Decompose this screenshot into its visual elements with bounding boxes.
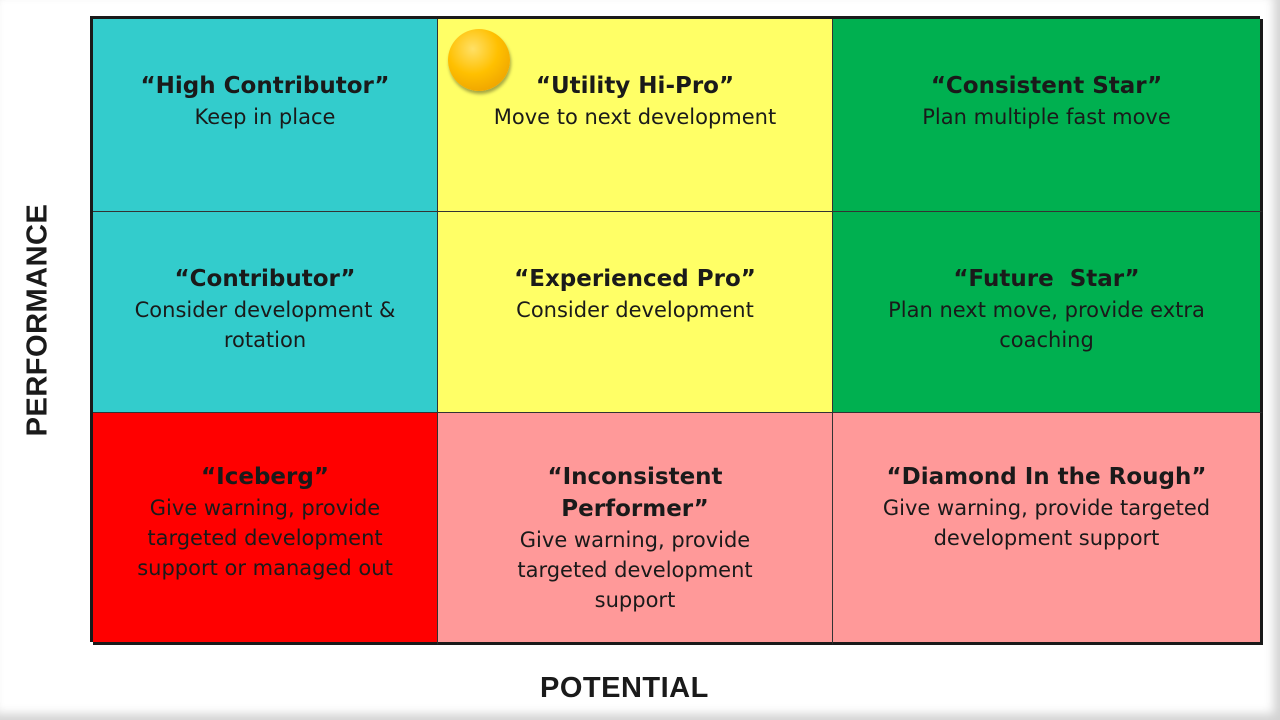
cell-title: “Utility Hi-Pro”	[535, 73, 735, 99]
cell-title: “Iceberg”	[201, 464, 329, 490]
cell-diamond-in-the-rough: “Diamond In the Rough” Give warning, pro…	[833, 413, 1263, 645]
cell-title: “Experienced Pro”	[514, 266, 756, 292]
cell-consistent-star: “Consistent Star” Plan multiple fast mov…	[833, 19, 1263, 212]
x-axis-label: POTENTIAL	[540, 672, 709, 704]
cell-description: Give warning, provide targeted developme…	[882, 496, 1211, 550]
cell-title: “Diamond In the Rough”	[886, 464, 1207, 490]
cell-inconsistent-performer: “Inconsistent Performer” Give warning, p…	[438, 413, 833, 645]
cell-title: “Consistent Star”	[930, 73, 1163, 99]
cell-experienced-pro: “Experienced Pro” Consider development	[438, 212, 833, 413]
cell-title: “Inconsistent Performer”	[547, 464, 723, 522]
cell-iceberg: “Iceberg” Give warning, provide targeted…	[93, 413, 438, 645]
cell-description: Consider development & rotation	[134, 298, 396, 352]
cell-description: Plan multiple fast move	[922, 105, 1171, 129]
cell-utility-hi-pro: “Utility Hi-Pro” Move to next developmen…	[438, 19, 833, 212]
cell-description: Keep in place	[194, 105, 336, 129]
cell-description: Give warning, provide targeted developme…	[137, 496, 393, 580]
cell-description: Plan next move, provide extra coaching	[888, 298, 1205, 352]
cell-description: Move to next development	[493, 105, 777, 129]
cell-description: Give warning, provide targeted developme…	[517, 528, 753, 612]
nine-box-grid: “High Contributor” Keep in place “Utilit…	[90, 16, 1263, 645]
cell-contributor: “Contributor” Consider development & rot…	[93, 212, 438, 413]
cell-high-contributor: “High Contributor” Keep in place	[93, 19, 438, 212]
y-axis-label: PERFORMANCE	[21, 203, 54, 437]
cell-title: “Contributor”	[174, 266, 356, 292]
gold-circle-icon	[448, 29, 510, 91]
cell-title: “High Contributor”	[140, 73, 390, 99]
cell-description: Consider development	[516, 298, 754, 322]
cell-title: “Future Star”	[953, 266, 1140, 292]
cell-future-star: “Future Star” Plan next move, provide ex…	[833, 212, 1263, 413]
